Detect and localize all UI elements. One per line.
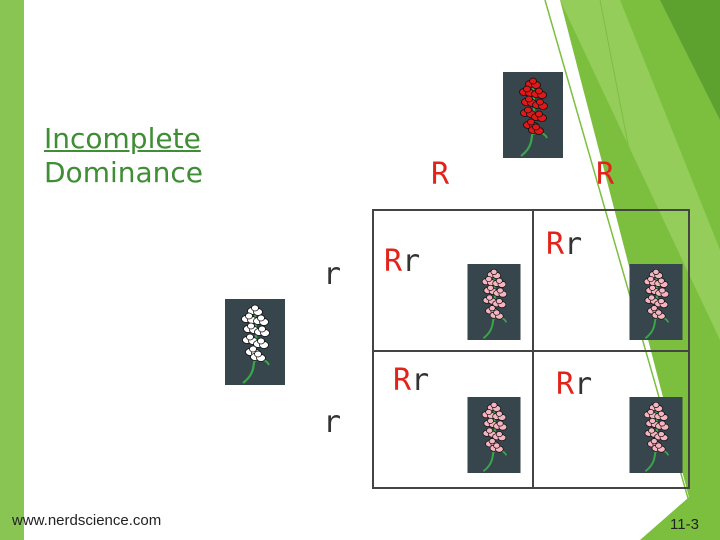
pink-snapdragon-image: [464, 264, 524, 340]
recessive-allele: r: [564, 227, 582, 262]
genotype-cell-3: Rr: [393, 364, 429, 398]
left-green-triangle: [0, 0, 24, 540]
pink-snapdragon-image: [626, 397, 686, 473]
genotype-cell-2: Rr: [546, 228, 582, 262]
title-line-2: Dominance: [44, 156, 203, 190]
genotype-cell-1: Rr: [384, 245, 420, 279]
top-allele-2: R: [596, 158, 614, 192]
recessive-allele: r: [402, 244, 420, 279]
recessive-allele: r: [411, 363, 429, 398]
genotype-cell-4: Rr: [556, 368, 592, 402]
grid-horizontal-divider: [374, 350, 688, 352]
pink-snapdragon-image: [626, 264, 686, 340]
red-snapdragon-image: [503, 72, 563, 158]
website-url: www.nerdscience.com: [12, 512, 161, 529]
pink-snapdragon-image: [464, 397, 524, 473]
slide-title: Incomplete Dominance: [44, 122, 203, 190]
side-allele-2: r: [323, 406, 341, 440]
dominant-allele: R: [546, 227, 564, 262]
dominant-allele: R: [384, 244, 402, 279]
white-snapdragon-image: [222, 299, 288, 385]
recessive-allele: r: [574, 367, 592, 402]
side-allele-1: r: [323, 258, 341, 292]
top-allele-1: R: [431, 158, 449, 192]
dominant-allele: R: [556, 367, 574, 402]
grid-vertical-divider: [532, 211, 534, 487]
slide-number: 11-3: [670, 516, 699, 533]
dominant-allele: R: [393, 363, 411, 398]
title-line-1: Incomplete: [44, 122, 203, 156]
